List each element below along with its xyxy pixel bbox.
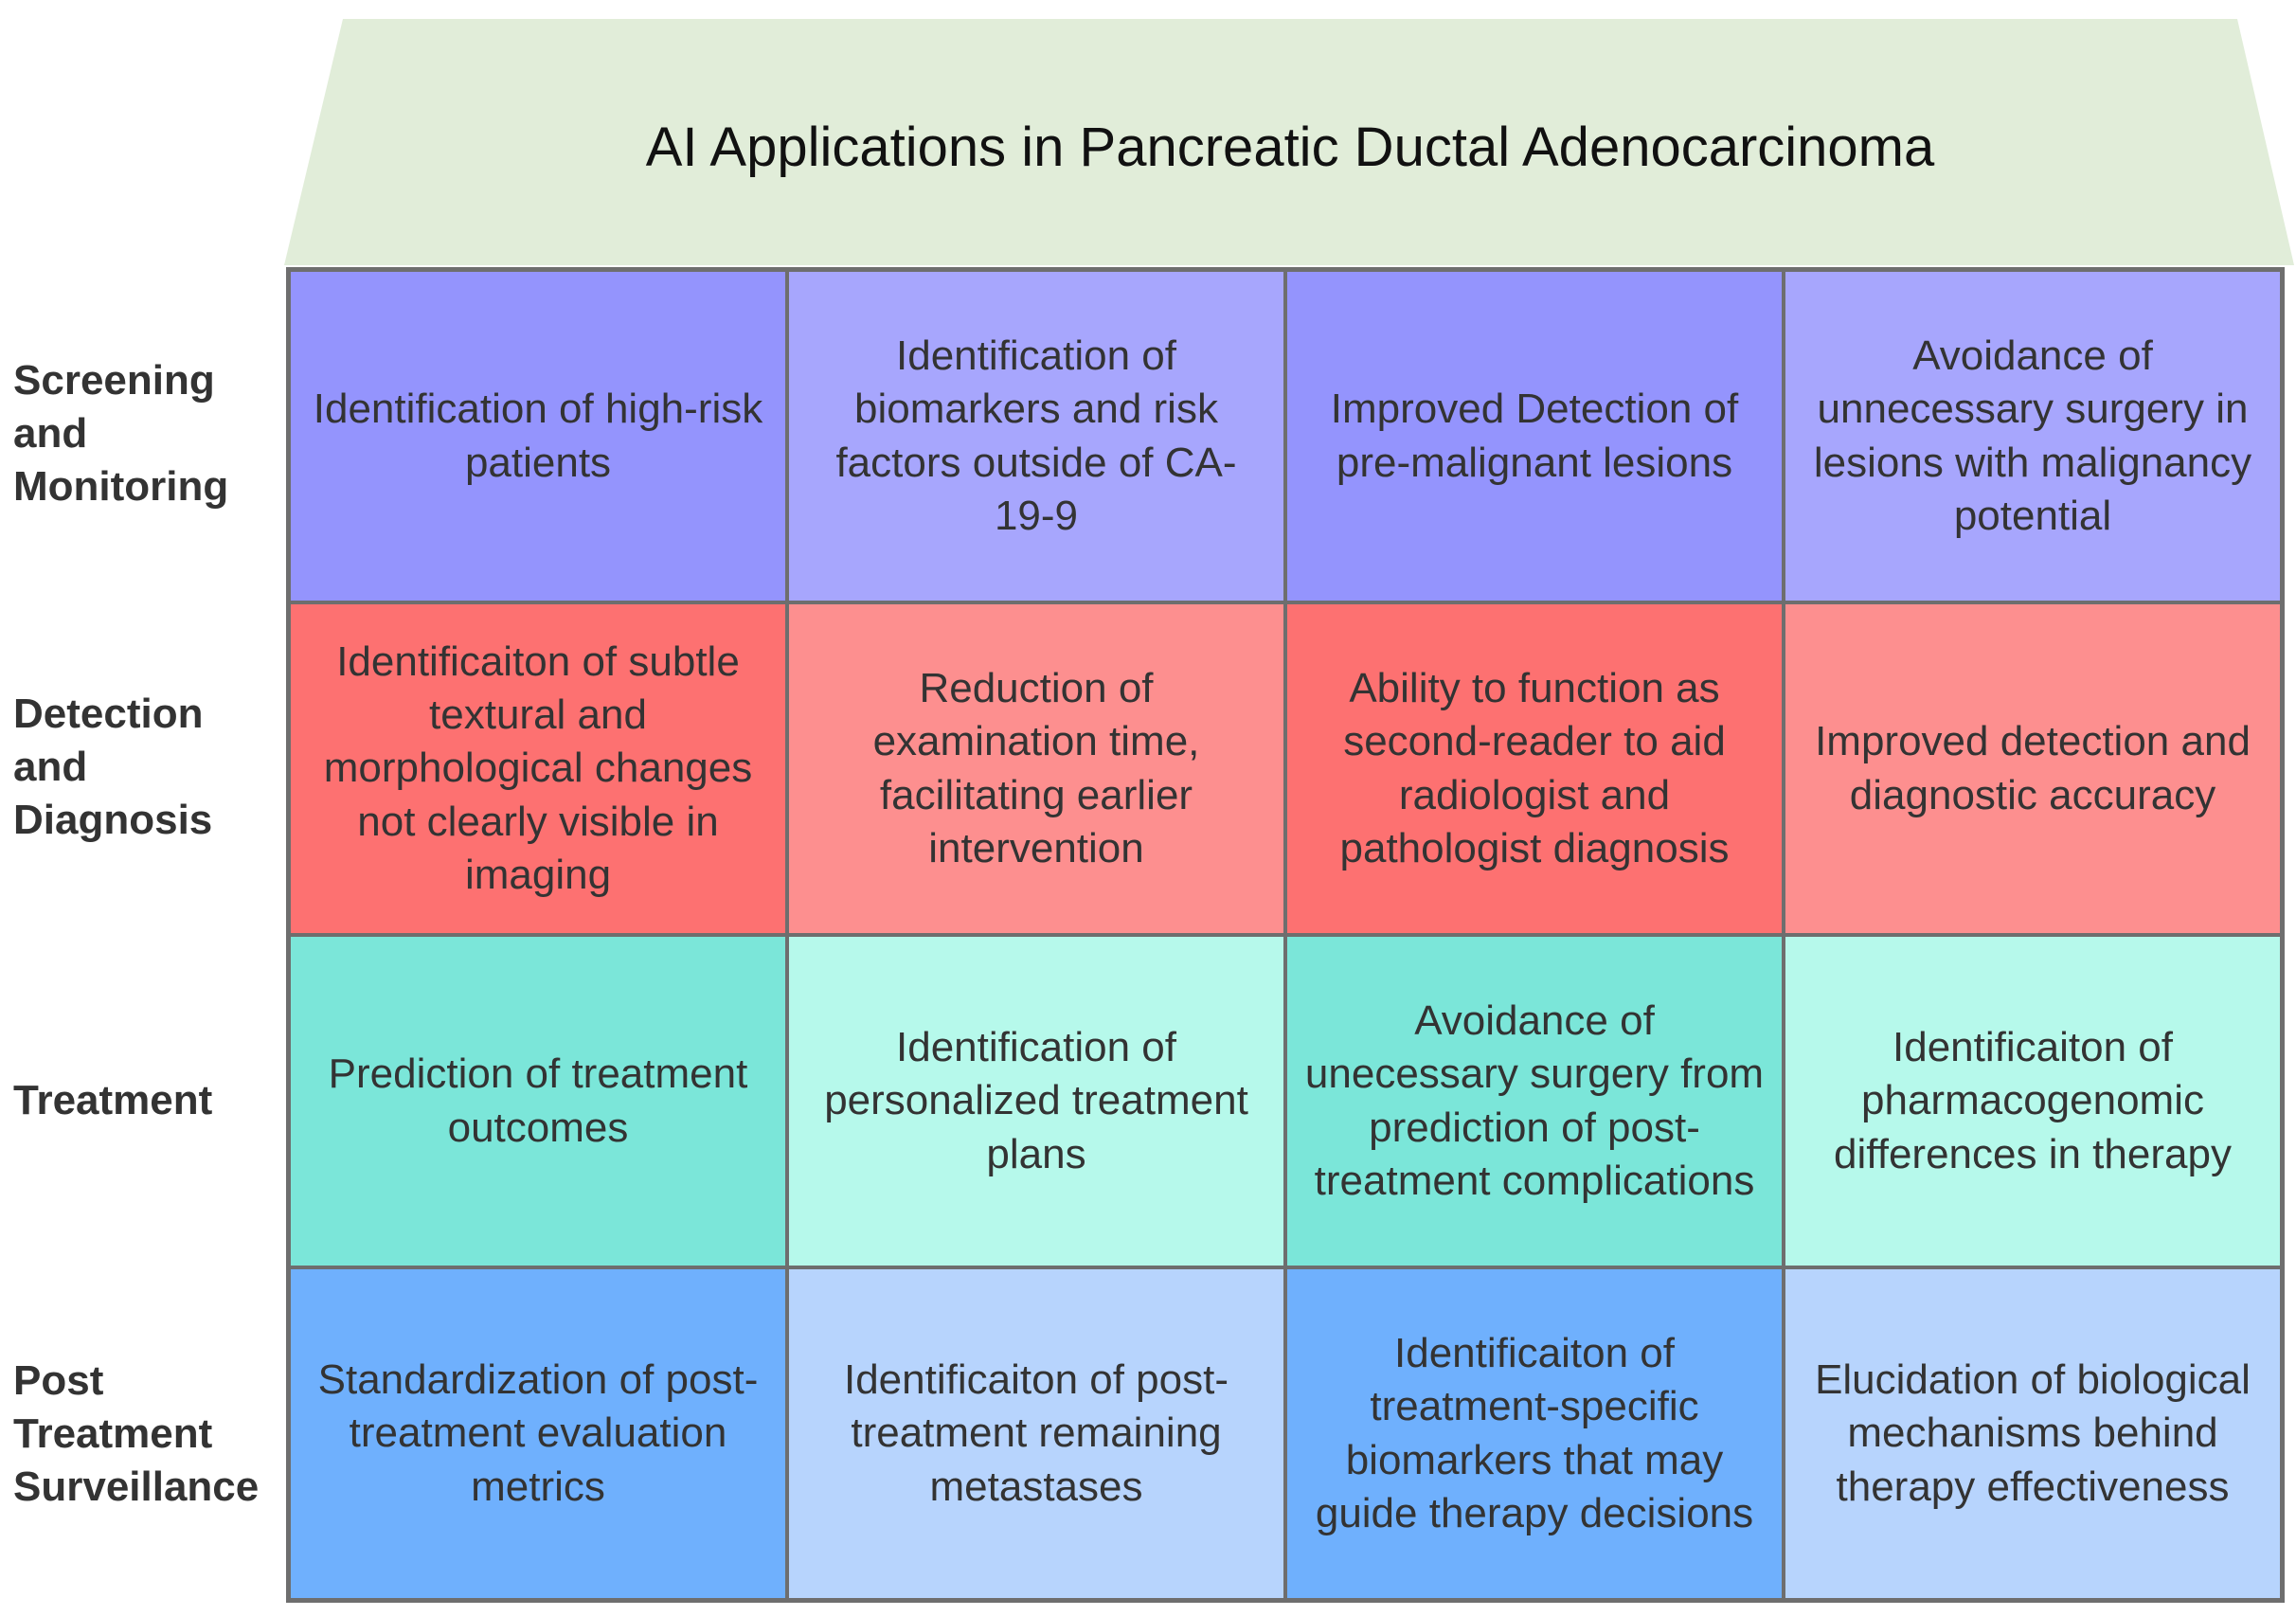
cell-screening-3: Improved Detection of pre-malignant lesi… bbox=[1285, 270, 1784, 602]
cell-treatment-4: Identificaiton of pharmacogenomic differ… bbox=[1784, 935, 2282, 1267]
cell-surveillance-3: Identificaiton of treatment-specific bio… bbox=[1285, 1267, 1784, 1600]
cell-screening-4: Avoidance of unnecessary surgery in lesi… bbox=[1784, 270, 2282, 602]
cell-detection-4: Improved detection and diagnostic accura… bbox=[1784, 602, 2282, 935]
row-label-surveillance: Post Treatment Surveillance bbox=[13, 1356, 260, 1511]
cell-surveillance-2: Identificaiton of post-treatment remaini… bbox=[787, 1267, 1285, 1600]
cell-treatment-3: Avoidance of unecessary surgery from pre… bbox=[1285, 935, 1784, 1267]
cell-surveillance-1: Standardization of post-treatment evalua… bbox=[289, 1267, 787, 1600]
applications-grid: Identification of high-risk patients Ide… bbox=[286, 267, 2285, 1603]
cell-screening-1: Identification of high-risk patients bbox=[289, 270, 787, 602]
diagram-title: AI Applications in Pancreatic Ductal Ade… bbox=[645, 116, 1935, 178]
row-label-screening: Screening and Monitoring bbox=[13, 356, 229, 511]
cell-treatment-2: Identification of personalized treatment… bbox=[787, 935, 1285, 1267]
cell-screening-2: Identification of biomarkers and risk fa… bbox=[787, 270, 1285, 602]
roof-banner bbox=[284, 19, 2294, 265]
cell-detection-3: Ability to function as second-reader to … bbox=[1285, 602, 1784, 935]
cell-detection-2: Reduction of examination time, facilitat… bbox=[787, 602, 1285, 935]
cell-treatment-1: Prediction of treatment outcomes bbox=[289, 935, 787, 1267]
row-label-detection: Detection and Diagnosis bbox=[13, 690, 213, 844]
cell-surveillance-4: Elucidation of biological mechanisms beh… bbox=[1784, 1267, 2282, 1600]
roof-shape bbox=[284, 19, 2294, 265]
cell-detection-1: Identificaiton of subtle textural and mo… bbox=[289, 602, 787, 935]
row-label-treatment: Treatment bbox=[13, 1076, 213, 1123]
